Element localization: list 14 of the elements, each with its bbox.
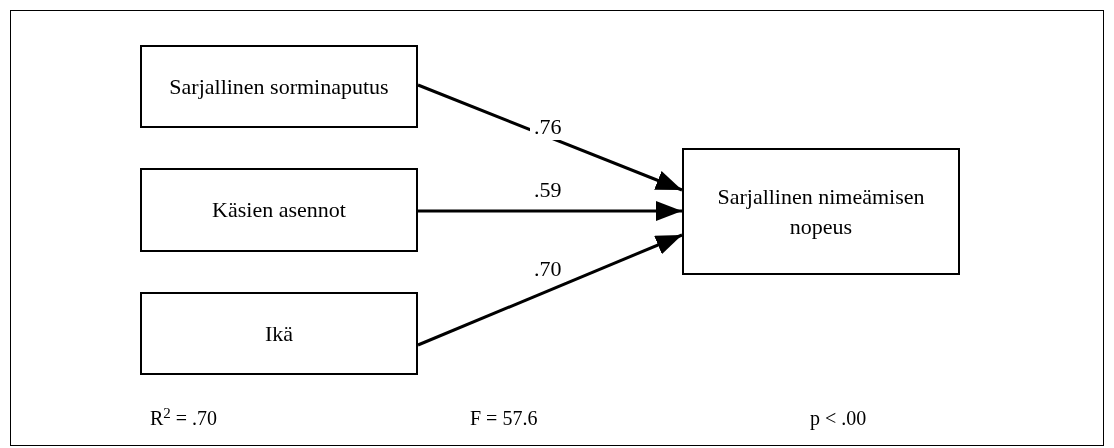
box-text: Ikä <box>264 319 294 348</box>
variable-box <box>140 292 418 375</box>
variable-box <box>140 45 418 128</box>
box-text: Käsien asennot <box>212 196 346 224</box>
box-text: Sarjallinen nimeämisen nopeus <box>716 182 926 241</box>
box-text: Sarjallinen sorminaputus <box>169 72 389 101</box>
statistic-label: p < .00 <box>810 406 867 431</box>
statistic-label: R$^{2}$ = .70 <box>150 405 218 431</box>
statistic-label: F = 57.6 <box>470 406 538 431</box>
arrow <box>418 201 682 221</box>
variable-box <box>682 148 960 275</box>
arrow <box>417 83 683 192</box>
variable-box <box>140 168 418 252</box>
arrow <box>417 233 683 347</box>
